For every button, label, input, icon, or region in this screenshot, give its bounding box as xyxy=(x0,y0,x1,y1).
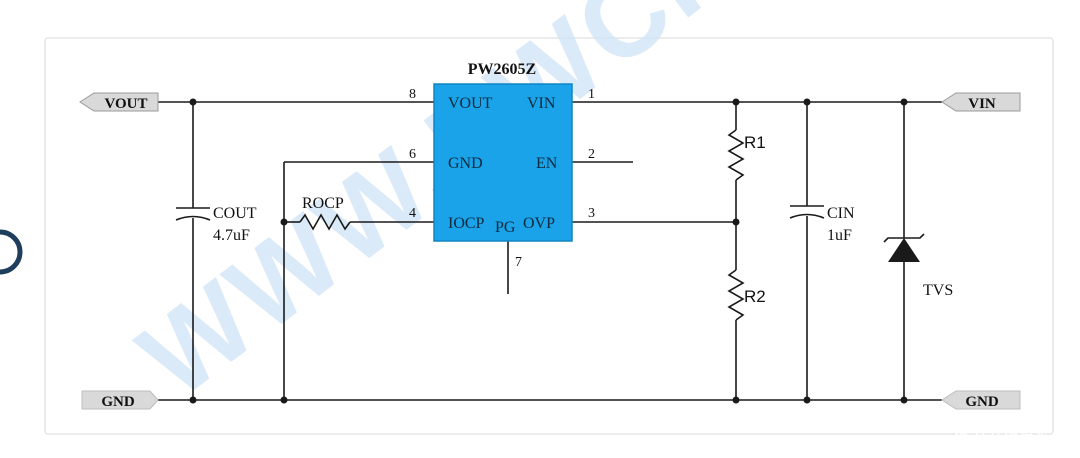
tvs-diode-icon xyxy=(888,238,920,262)
junction-dot xyxy=(280,218,288,226)
junction-dot xyxy=(732,98,740,106)
pin-number-8: 8 xyxy=(409,87,416,102)
cin-value: 1uF xyxy=(827,227,852,244)
chip-pin-gnd: GND xyxy=(448,155,483,172)
chip-pin-vin: VIN xyxy=(527,95,556,112)
chip-pin-pg: PG xyxy=(495,219,516,236)
junction-dot xyxy=(189,98,197,106)
chip-pin-vout: VOUT xyxy=(448,95,493,112)
chip-pin-en: EN xyxy=(536,155,558,172)
junction-dot xyxy=(803,98,811,106)
rocp-resistor xyxy=(299,213,351,231)
pin-number-4: 4 xyxy=(409,206,416,221)
pin-number-2: 2 xyxy=(588,147,595,162)
port-vin: VIN xyxy=(941,92,1021,112)
cin-plate-bottom xyxy=(789,213,825,219)
chip-name: PW2605Z xyxy=(468,61,536,78)
port-vout: VOUT xyxy=(79,92,159,112)
ic-pw2605z: PW2605Z VOUT VIN GND EN IOCP PG OVP xyxy=(433,61,573,242)
edge-arc-decoration xyxy=(0,229,23,275)
port-gnd-right: GND xyxy=(941,390,1021,410)
pin-number-3: 3 xyxy=(588,206,595,221)
r1-resistor xyxy=(727,129,745,181)
chip-pin-iocp: IOCP xyxy=(448,215,485,232)
cin-name: CIN xyxy=(827,205,855,222)
junction-dot xyxy=(280,396,288,404)
cout-value: 4.7uF xyxy=(213,227,250,244)
source-credit: 值 什么值得买 xyxy=(954,428,1049,446)
port-vin-label: VIN xyxy=(968,96,996,112)
tvs-name: TVS xyxy=(923,282,953,299)
junction-dot xyxy=(189,396,197,404)
port-gnd-left: GND xyxy=(81,390,159,410)
chip-pin-ovp: OVP xyxy=(523,215,555,232)
pin-number-7: 7 xyxy=(515,255,522,270)
junction-dot xyxy=(732,396,740,404)
junction-dot xyxy=(900,396,908,404)
cout-plate-bottom xyxy=(175,215,211,221)
r2-resistor xyxy=(727,269,745,321)
chip-body xyxy=(433,83,573,242)
junction-dot xyxy=(732,218,740,226)
pin-number-6: 6 xyxy=(409,147,416,162)
pin-number-1: 1 xyxy=(588,87,595,102)
junction-dot xyxy=(900,98,908,106)
r2-name: R2 xyxy=(744,287,766,306)
port-gnd-right-label: GND xyxy=(965,394,999,410)
port-gnd-left-label: GND xyxy=(101,394,135,410)
r1-name: R1 xyxy=(744,133,766,152)
port-vout-label: VOUT xyxy=(104,96,147,112)
rocp-name: ROCP xyxy=(302,195,344,212)
junction-dot xyxy=(803,396,811,404)
cout-name: COUT xyxy=(213,205,257,222)
